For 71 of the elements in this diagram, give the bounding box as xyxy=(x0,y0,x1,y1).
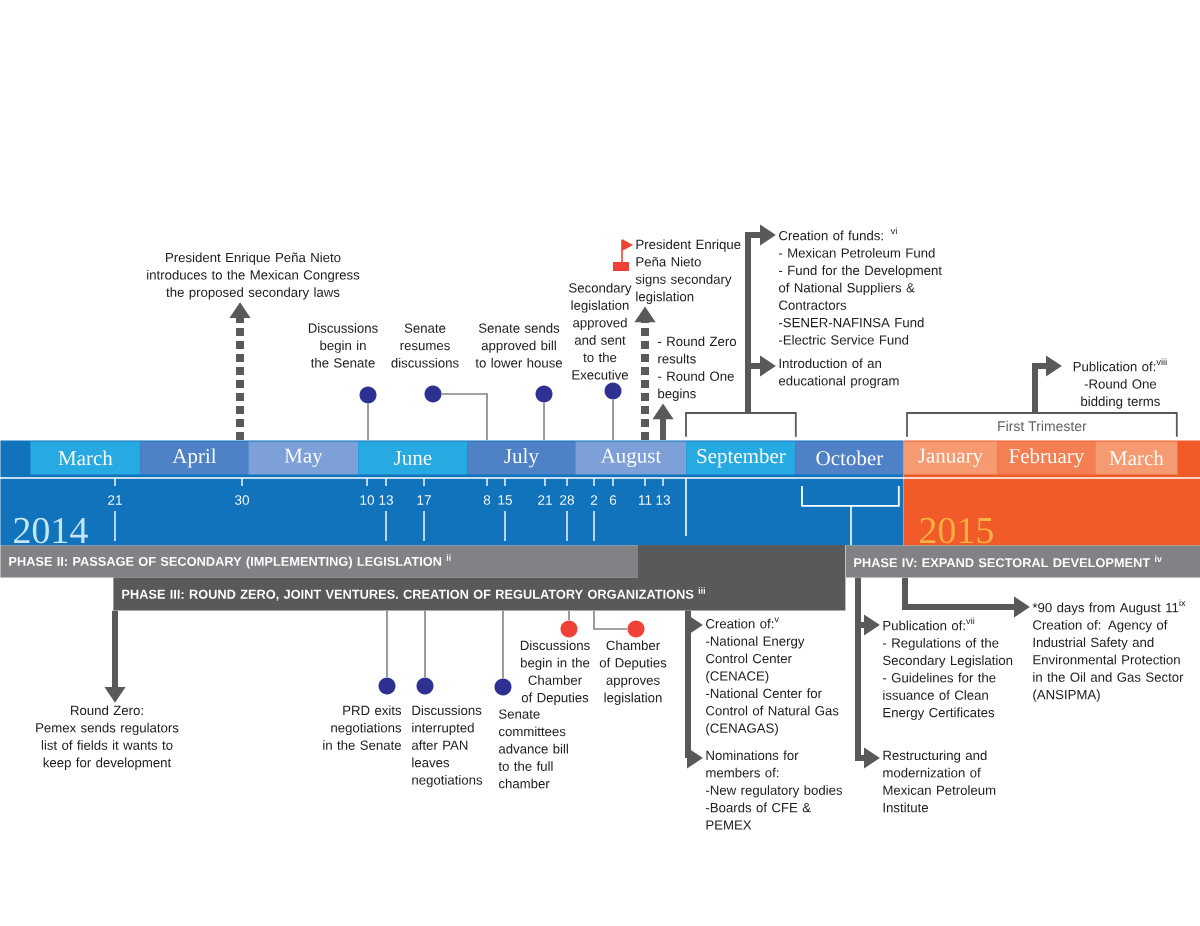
month-band: January xyxy=(903,441,998,475)
day-number: 15 xyxy=(498,495,512,505)
bracket-label: First Trimester xyxy=(993,419,1091,433)
event-text: Creation of funds: $^{vi}$ - Mexican Petroleum Fund - Fund for the Development of National Suppliers & Contractors -SENER-NAFINSA Fund -Electric Service Fund xyxy=(778,227,942,345)
connector-line xyxy=(386,610,388,678)
event-text: President Enrique Peña Nieto introduces to the Mexican Congress the proposed secondary laws xyxy=(147,252,360,300)
connector-line xyxy=(441,393,488,441)
connector-line xyxy=(502,610,504,679)
event-text: Secondary legislation approved and sent to the Executive xyxy=(569,282,632,380)
event-text: Creation of:$^{v}$ -National Energy Control Center (CENACE) -National Center for Control of Natural Gas (CENAGAS) xyxy=(706,617,839,736)
month-band: September xyxy=(686,441,796,475)
timeline-dot xyxy=(604,382,622,400)
connector-line xyxy=(568,610,570,621)
day-number: 13 xyxy=(379,495,393,505)
day-number: 6 xyxy=(609,495,617,505)
month-band: April xyxy=(140,441,249,475)
event-text: Introduction of an educational program xyxy=(778,358,899,389)
timeline-dot xyxy=(378,677,396,695)
day-number: 30 xyxy=(235,495,250,505)
event-text: President Enrique Peña Nieto signs secondary legislation xyxy=(635,239,741,304)
timeline-dot xyxy=(359,386,377,404)
month-band: July xyxy=(467,441,576,475)
event-text: - Round Zero results - Round One begins xyxy=(658,336,737,401)
event-text: Chamber of Deputies approves legislation xyxy=(599,640,667,705)
day-number: 21 xyxy=(108,495,122,505)
timeline-dot xyxy=(535,385,553,403)
month-band: June xyxy=(358,441,468,475)
month-band: August xyxy=(575,441,687,475)
day-number: 13 xyxy=(656,495,670,505)
timeline-dot xyxy=(494,678,512,696)
event-text: Discussions begin in the Chamber of Deputies xyxy=(520,640,590,705)
year-label: 2014 xyxy=(14,517,88,544)
month-band: March xyxy=(30,441,141,475)
timeline-dot xyxy=(424,385,442,403)
event-text: Discussions begin in the Senate xyxy=(308,323,378,368)
phase-bar: PHASE II: PASSAGE OF SECONDARY (IMPLEMENTING) LEGISLATION $^{ii}$ xyxy=(0,545,639,578)
connector-line xyxy=(367,403,369,441)
connector-line xyxy=(593,610,628,630)
event-text: Discussions interrupted after PAN leaves negotiations xyxy=(411,705,483,788)
connector-line xyxy=(543,402,545,441)
month-band: March xyxy=(1095,441,1178,475)
day-number: 28 xyxy=(560,495,574,505)
event-text: PRD exits negotiations in the Senate xyxy=(323,705,402,750)
event-text: Senate sends approved bill to lower house xyxy=(475,323,563,368)
day-number: 10 xyxy=(360,495,375,505)
month-band: May xyxy=(248,441,359,475)
connector-line xyxy=(850,505,852,546)
timeline-dot xyxy=(416,677,434,695)
event-text: Senate committees advance bill to the full chamber xyxy=(498,709,568,789)
day-number: 11 xyxy=(639,495,652,505)
day-number: 21 xyxy=(538,495,552,505)
event-text: Restructuring and modernization of Mexican Petroleum Institute xyxy=(883,750,996,813)
day-number: 8 xyxy=(483,495,491,505)
event-text: Round Zero: Pemex sends regulators list of fields it wants to keep for development xyxy=(36,705,179,770)
event-text: Nominations for members of: -New regulatory bodies -Boards of CFE & PEMEX xyxy=(706,750,843,830)
phase-bar: PHASE IV: EXPAND SECTORAL DEVELOPMENT $^{iv}$ xyxy=(845,545,1200,578)
month-band: October xyxy=(795,441,904,475)
connector-line xyxy=(424,610,426,678)
day-number: 2 xyxy=(590,495,598,505)
month-band: February xyxy=(997,441,1096,475)
bracket xyxy=(801,485,900,507)
timeline-dot xyxy=(627,620,645,638)
timeline-dot xyxy=(560,620,578,638)
event-text: Senate resumes discussions xyxy=(391,323,459,368)
event-text: Publication of:$^{vii}$ - Regulations of the Secondary Legislation - Guidelines for the issuance of Clean Energy Certificates xyxy=(883,617,1013,720)
year-label: 2015 xyxy=(920,517,993,544)
event-text: *90 days from August 11$^{ix}$ Creation of: Agency of Industrial Safety and Environmental Protection in the Oil and Gas Sector (ANSIPMA) xyxy=(1032,599,1186,702)
event-text: Publication of:$^{viii}$ -Round One bidding terms xyxy=(1073,358,1167,409)
day-number: 17 xyxy=(417,495,431,505)
bracket xyxy=(685,412,797,438)
connector-line xyxy=(612,399,614,441)
